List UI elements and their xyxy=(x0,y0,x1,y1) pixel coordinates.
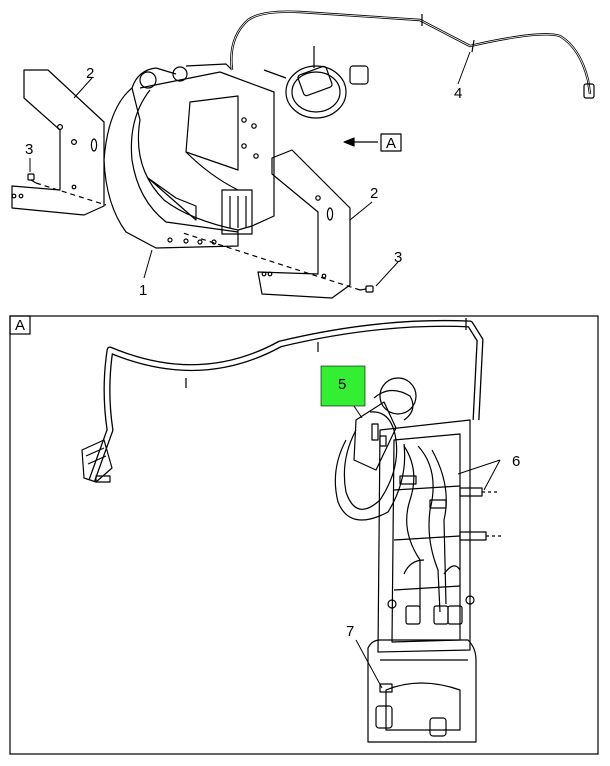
detail-harness xyxy=(81,318,484,483)
detail-label: A xyxy=(15,317,25,334)
callout-2-right: 2 xyxy=(370,185,378,202)
right-screw xyxy=(179,231,374,293)
top-exploded-view xyxy=(11,10,595,299)
view-a-arrow xyxy=(343,133,402,152)
detail-main-assembly xyxy=(334,377,504,743)
callout-3-right: 3 xyxy=(394,249,402,266)
detail-frame xyxy=(9,315,599,755)
callout-7: 7 xyxy=(346,623,354,640)
callout-3-left: 3 xyxy=(25,141,33,158)
detail-end-connector xyxy=(81,439,113,483)
callout-4: 4 xyxy=(454,85,462,102)
main-housing xyxy=(103,63,275,249)
wiring-harness xyxy=(230,10,595,119)
right-mounting-bracket xyxy=(257,149,351,299)
callout-2-left: 2 xyxy=(86,65,94,82)
detail-label-box xyxy=(9,315,31,335)
callout-leaders xyxy=(29,51,471,287)
left-mounting-bracket xyxy=(11,69,105,216)
callout-6: 6 xyxy=(512,453,520,470)
detail-connector-5 xyxy=(353,401,397,471)
detail-view-drawing xyxy=(81,318,504,743)
callout-5-highlight xyxy=(320,365,366,407)
detail-callout-leaders xyxy=(349,399,501,689)
callout-1: 1 xyxy=(139,282,147,299)
callout-5: 5 xyxy=(338,376,346,393)
view-marker-a: A xyxy=(386,135,396,152)
left-screw xyxy=(27,173,107,206)
